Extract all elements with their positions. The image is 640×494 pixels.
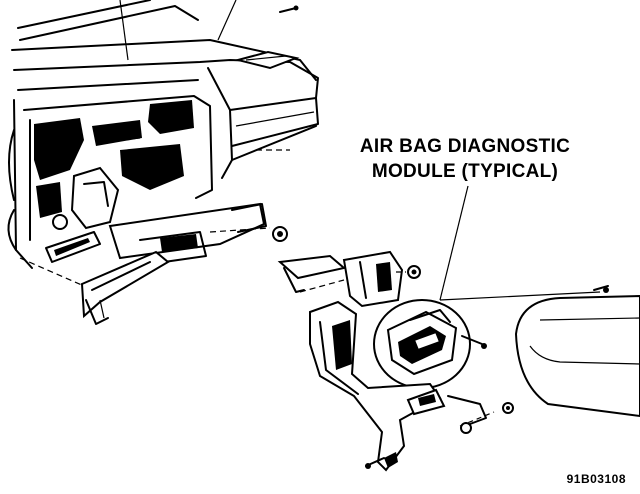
callout-leader-line bbox=[439, 185, 469, 301]
callout-line-2: MODULE (TYPICAL) bbox=[371, 161, 559, 182]
callout-line-1: AIR BAG DIAGNOSTIC bbox=[359, 136, 571, 157]
figure-code: 91B03108 bbox=[566, 472, 626, 486]
instrument-panel bbox=[7, 0, 319, 325]
module-callout-label: AIR BAG DIAGNOSTIC MODULE (TYPICAL) bbox=[340, 134, 590, 184]
module-mounting-assembly bbox=[277, 250, 640, 472]
